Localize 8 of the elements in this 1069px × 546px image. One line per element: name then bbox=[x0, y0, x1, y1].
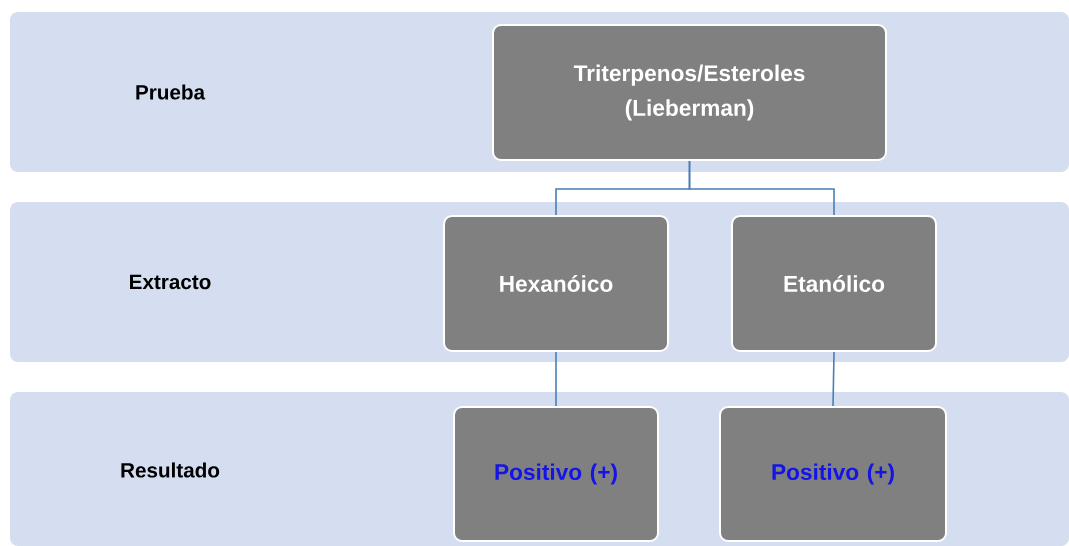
test-box: Hexanóico bbox=[443, 215, 669, 352]
test-box: Etanólico bbox=[731, 215, 937, 352]
connector bbox=[555, 351, 557, 407]
connector bbox=[688, 160, 835, 216]
result-box: Positivo (+) bbox=[719, 406, 947, 542]
connector bbox=[832, 351, 835, 407]
test-box: Triterpenos/Esteroles (Lieberman) bbox=[492, 24, 887, 161]
result-box: Positivo (+) bbox=[453, 406, 659, 542]
